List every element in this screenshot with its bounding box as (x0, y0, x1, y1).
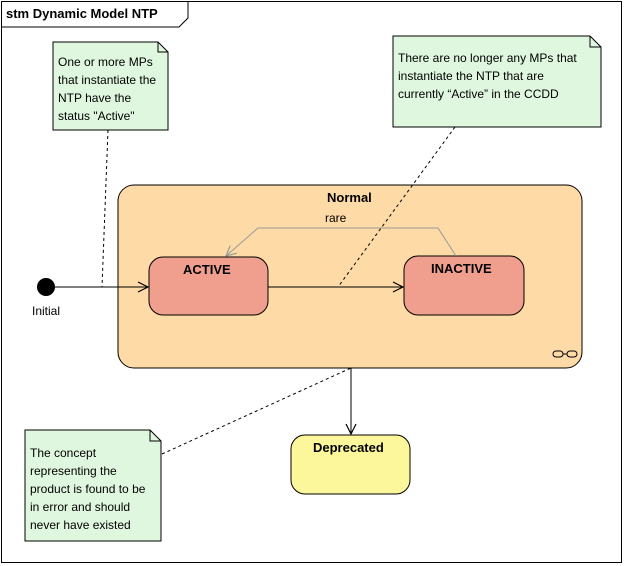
deprecated-note-line: representing the (30, 464, 117, 478)
deprecated-note-shape (24, 429, 162, 542)
rare-transition-label: rare (325, 211, 347, 225)
composite-state-icon (552, 350, 578, 358)
inactive-note-line: There are no longer any MPs that (398, 51, 577, 65)
deprecated-note-line: product is found to be (30, 482, 146, 496)
active-note-shape (52, 41, 169, 131)
inactive-state-box[interactable] (403, 255, 525, 316)
initial-node-label: Initial (32, 304, 61, 318)
deprecated-state-box[interactable] (290, 434, 411, 495)
active-note-line: status "Active" (58, 109, 135, 123)
active-note-connector (101, 129, 109, 288)
inactive-note-line: instantiate the NTP that are (398, 69, 544, 83)
inactive-to-active-rare-transition[interactable] (226, 227, 457, 256)
active-note-line: One or more MPs (58, 55, 153, 69)
initial-node[interactable] (37, 278, 55, 296)
frame-tab-outline (2, 2, 189, 28)
active-note-line: that instantiate the (58, 73, 157, 87)
inactive-note-shape (392, 35, 602, 128)
active-note-line: NTP have the (58, 91, 132, 105)
deprecated-note-line: The concept (30, 446, 97, 460)
deprecated-note-line: in error and should (30, 500, 131, 514)
deprecated-note-connector (161, 367, 352, 455)
deprecated-state-label: Deprecated (313, 440, 384, 455)
active-state-box[interactable] (148, 256, 269, 316)
inactive-state-label: INACTIVE (431, 261, 492, 276)
normal-state-label: Normal (327, 190, 372, 205)
inactive-note-line: currently “Active” in the CCDD (398, 87, 559, 101)
active-state-label: ACTIVE (183, 262, 231, 277)
deprecated-note-line: never have existed (30, 518, 131, 532)
diagram-title: stm Dynamic Model NTP (6, 6, 158, 21)
